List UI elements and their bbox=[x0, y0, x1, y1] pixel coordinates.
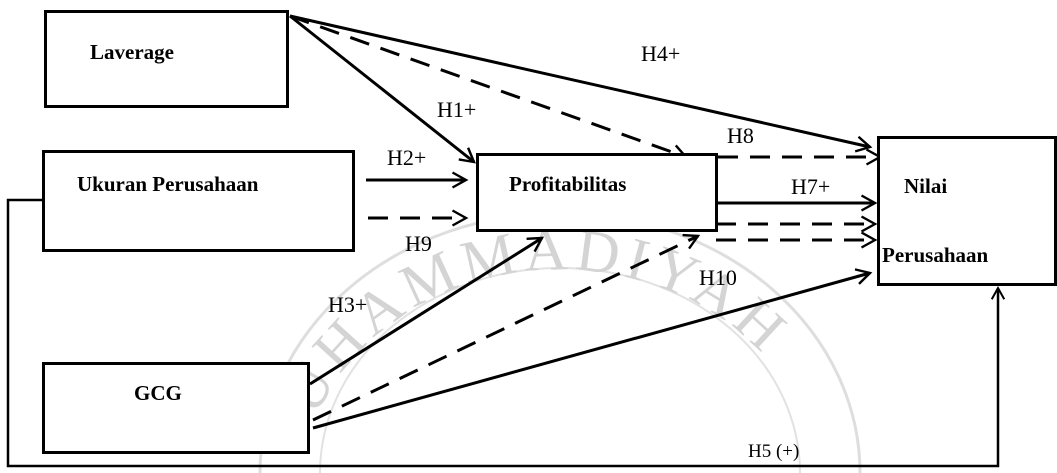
hyp-h1: H1+ bbox=[437, 97, 477, 122]
node-profitabilitas bbox=[476, 153, 718, 232]
hyp-h3: H3+ bbox=[328, 292, 368, 317]
node-laverage bbox=[44, 10, 289, 108]
label-nilai-line1: Nilai bbox=[904, 174, 948, 198]
hyp-h7: H7+ bbox=[791, 174, 831, 199]
hyp-h2: H2+ bbox=[387, 145, 427, 170]
arrow-gcg-nilai bbox=[312, 268, 873, 430]
node-nilai-perusahaan bbox=[877, 136, 1057, 286]
label-profitabilitas: Profitabilitas bbox=[509, 172, 627, 196]
label-ukuran-perusahaan: Ukuran Perusahaan bbox=[77, 172, 259, 196]
hyp-h8: H8 bbox=[727, 123, 754, 148]
hyp-h10: H10 bbox=[699, 265, 737, 290]
node-gcg bbox=[42, 362, 310, 454]
arrow-h1 bbox=[289, 14, 476, 164]
arrow-h4 bbox=[289, 14, 873, 153]
arrow-h10 bbox=[312, 233, 701, 422]
watermark-arc-inner bbox=[319, 267, 801, 473]
hyp-h9: H9 bbox=[405, 231, 432, 256]
node-ukuran-perusahaan bbox=[42, 150, 355, 252]
label-gcg: GCG bbox=[134, 381, 182, 405]
label-nilai-line2: Perusahaan bbox=[882, 243, 989, 267]
label-laverage: Laverage bbox=[90, 40, 174, 64]
arrow-h3 bbox=[309, 236, 545, 386]
arrow-laverage-profit-dashed bbox=[289, 14, 689, 161]
hyp-h5: H5 (+) bbox=[748, 441, 800, 462]
hyp-h4: H4+ bbox=[641, 41, 681, 66]
arrow-h5 bbox=[6, 198, 1006, 468]
